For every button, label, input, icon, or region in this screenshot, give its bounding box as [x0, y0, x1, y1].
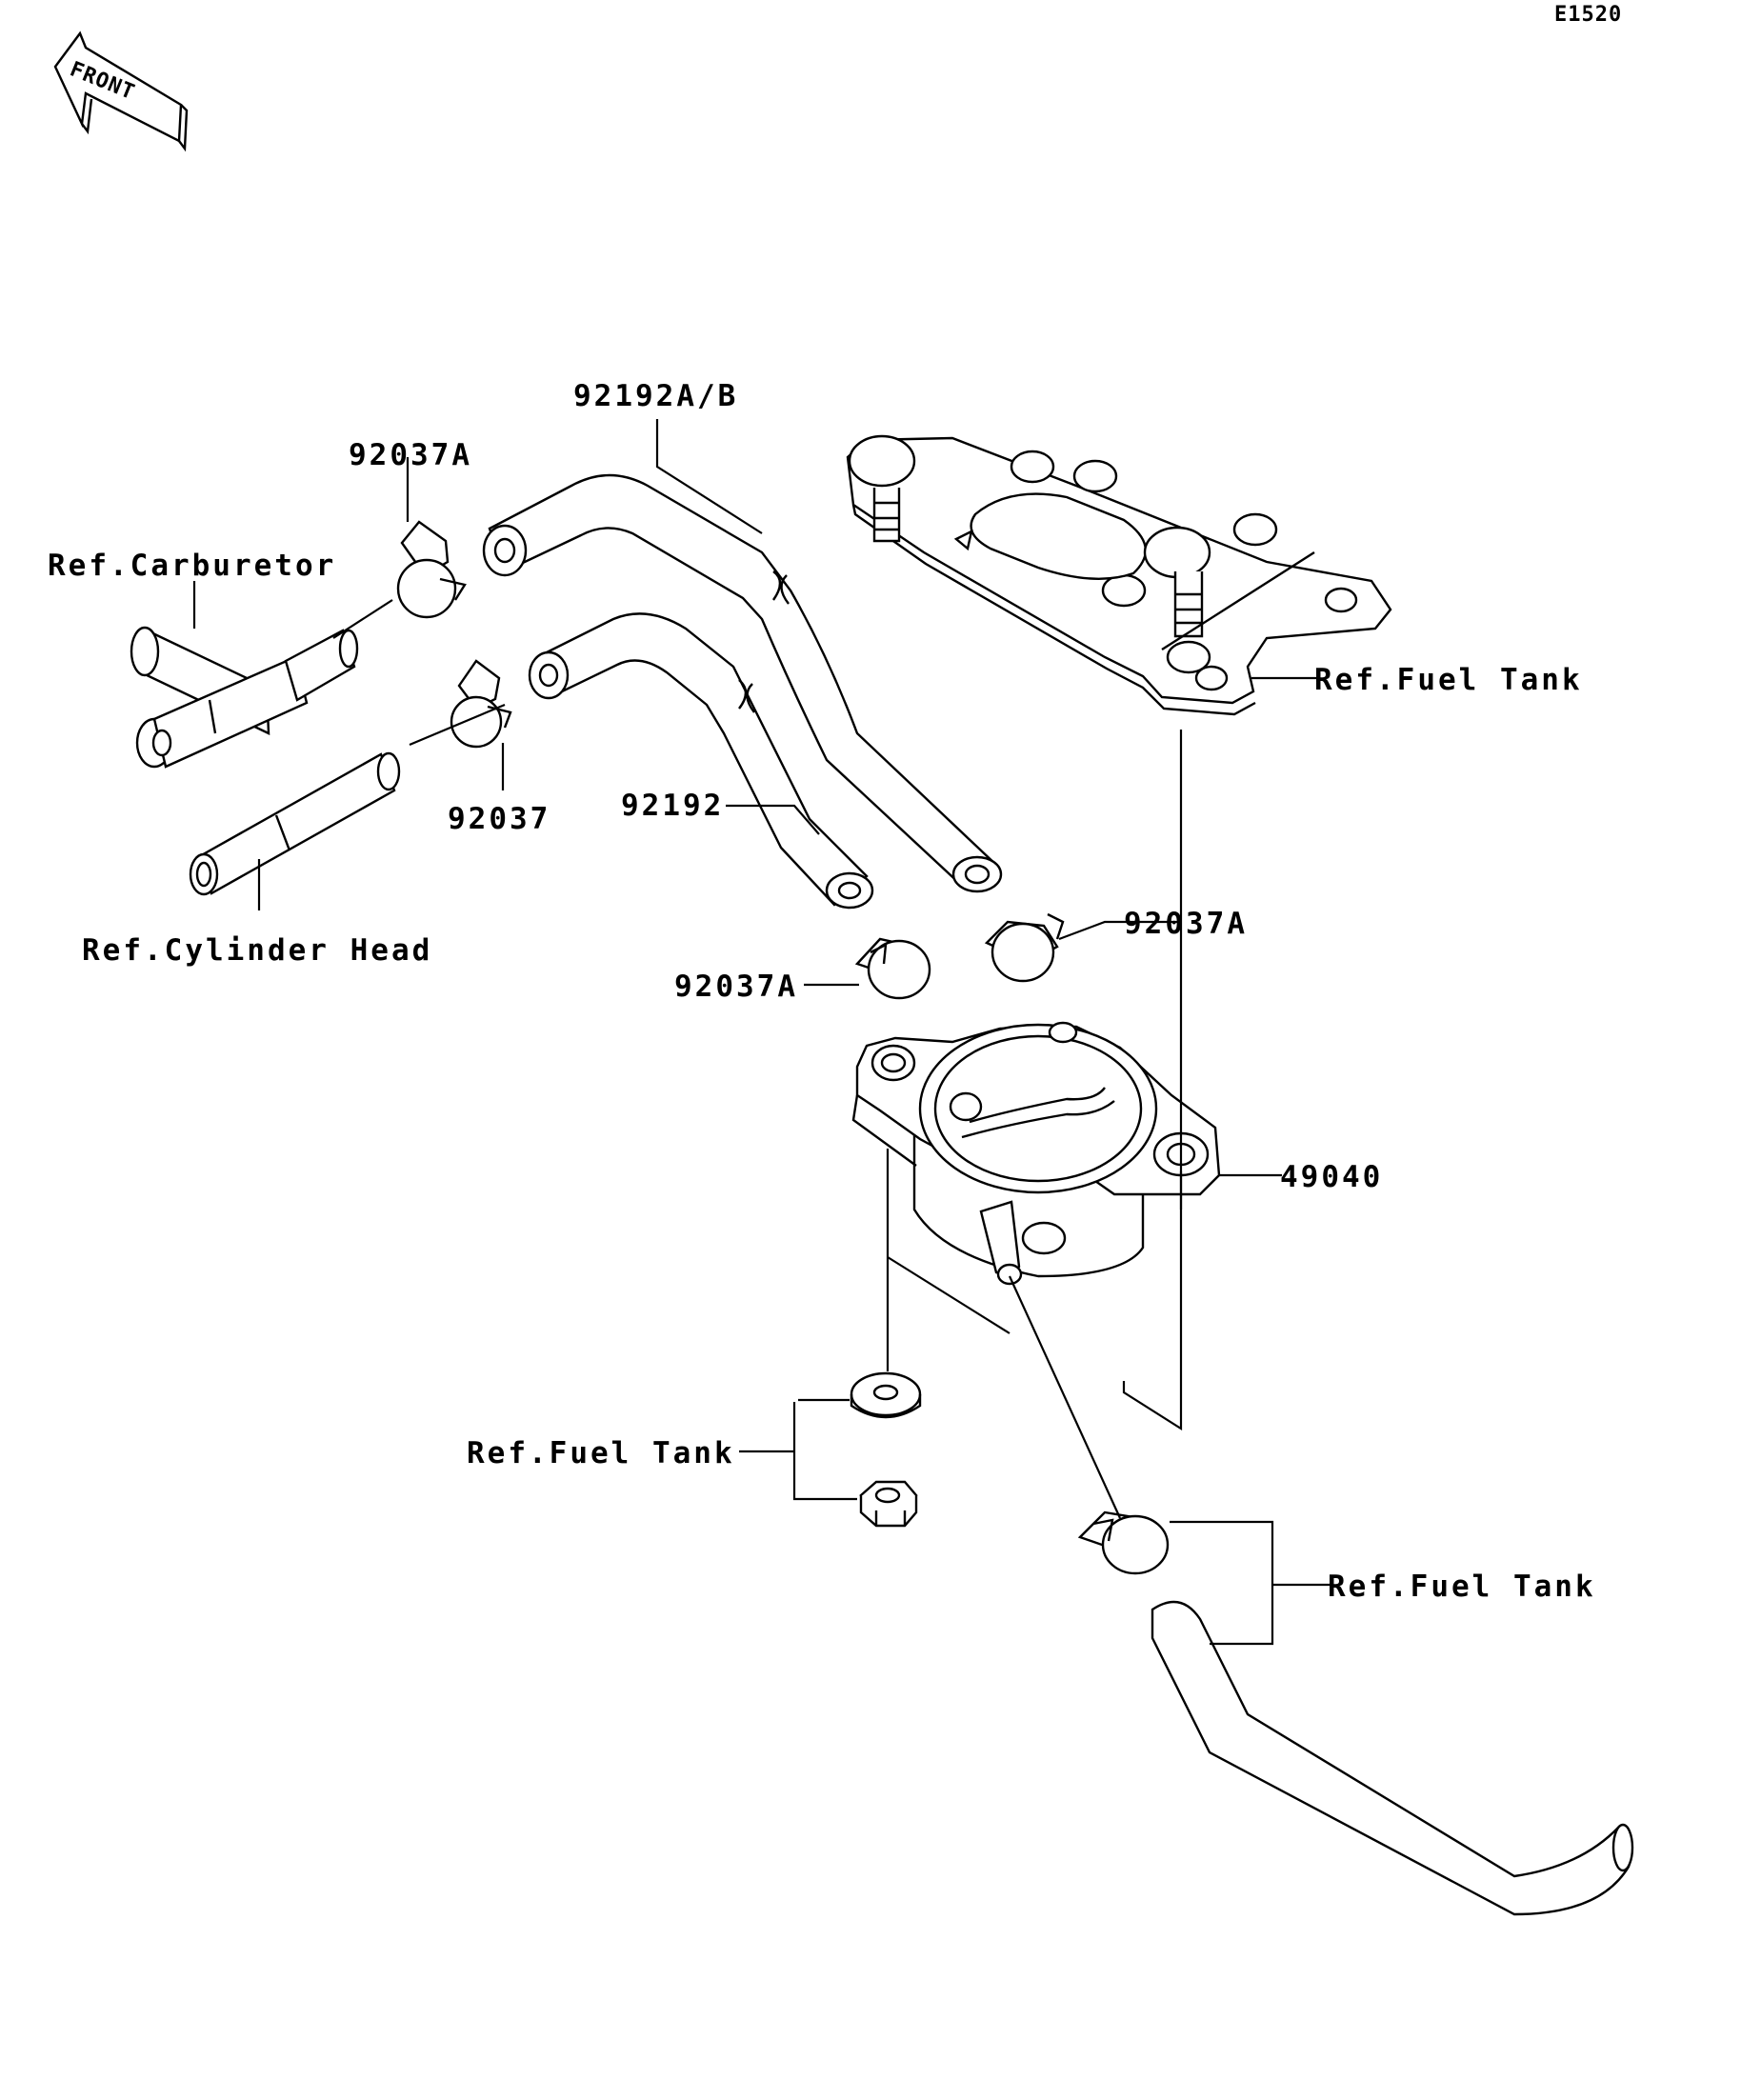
hose-92192 — [528, 612, 874, 910]
label-ref-carburetor: Ref.Carburetor — [48, 549, 336, 583]
hose-clamp-lower — [1077, 1510, 1170, 1575]
label-ref-cylinder-head: Ref.Cylinder Head — [82, 933, 432, 968]
hose-clamp-92037a-upper — [396, 520, 467, 619]
hose-clamp-92037a-mid — [854, 937, 931, 1000]
nut — [859, 1480, 918, 1528]
carburetor-fitting — [130, 626, 359, 769]
fuel-hose-lower — [1151, 1600, 1634, 1916]
diagram-code: E1520 — [1554, 3, 1622, 27]
label-92037: 92037 — [448, 802, 550, 836]
leader-lines — [192, 419, 1331, 1646]
label-92037a-upper: 92037A — [349, 438, 472, 472]
label-92192: 92192 — [621, 789, 724, 823]
label-ref-fuel-tank-bottom: Ref.Fuel Tank — [1328, 1570, 1596, 1604]
label-92037a-right: 92037A — [1124, 907, 1248, 941]
label-92037a-mid: 92037A — [674, 970, 798, 1004]
cylinder-head-pipe — [189, 751, 401, 896]
hose-clamp-92037-lower — [450, 659, 512, 749]
label-49040: 49040 — [1280, 1160, 1383, 1194]
fuel-cock-49040 — [851, 1021, 1221, 1286]
front-arrow-icon: FRONT — [53, 30, 189, 152]
washer — [850, 1371, 922, 1419]
hose-clamp-92037a-right — [984, 912, 1065, 983]
label-92192a-b: 92192A/B — [573, 379, 738, 413]
fuel-tank-plate — [846, 434, 1392, 716]
label-ref-fuel-tank-left: Ref.Fuel Tank — [467, 1436, 735, 1470]
label-ref-fuel-tank-top: Ref.Fuel Tank — [1314, 663, 1583, 697]
hose-92192a-b — [482, 473, 1003, 893]
